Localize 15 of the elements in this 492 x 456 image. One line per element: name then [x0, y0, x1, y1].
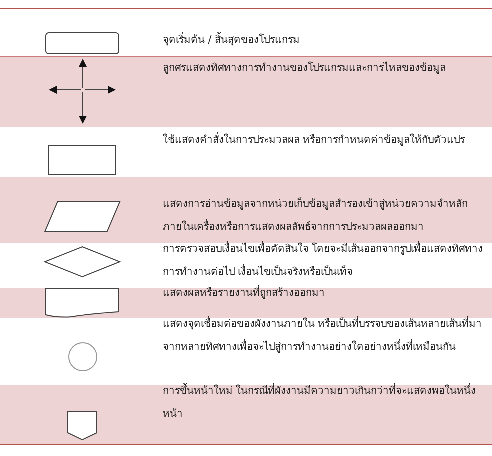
- description-text: ลูกศรแสดงทิศทางการทำงานของโปรแกรมและการไหลของข้อมูล: [163, 60, 447, 76]
- description-text: แสดงการอ่านข้อมูลจากหน่วยเก็บข้อมูลสำรองเข้าสู่หน่วยความจำหลักภายในเครื่องหรือการแสดงผลลัพธ์จากการประมวลผลออกมา: [163, 196, 469, 235]
- process-symbol: [48, 146, 116, 176]
- terminal-symbol: [46, 32, 120, 54]
- description-text: แสดงจุดเชื่อมต่อของผังงานภายใน หรือเป็นที่บรรจบของเส้นหลายเส้นที่มาจากหลายทิศทางเพื่อจะไปสู่การทำงานอย่างใดอย่างหนึ่งที่เหมือนกัน: [163, 313, 488, 359]
- description-text: จุดเริ่มต้น / สิ้นสุดของโปรแกรม: [163, 29, 488, 52]
- description-text: แสดงผลหรือรายงานที่ถูกสร้างออกมา: [163, 282, 488, 305]
- document-symbol: [46, 288, 120, 318]
- description-text: ใช้แสดงคำสั่งในการประมวลผล หรือการกำหนดค่าข้อมูลให้กับตัวแปร: [163, 129, 488, 152]
- description-text: การตรวจสอบเงื่อนไขเพื่อตัดสินใจ โดยจะมีเส้นออกจากรูปเพื่อแสดงทิศทางการทำงานต่อไป เงื่อนไขเป็นจริงหรือเป็นเท็จ: [163, 238, 488, 284]
- connector-symbol: [68, 342, 98, 372]
- description-text: การขึ้นหน้าใหม่ ในกรณีที่ผังงานมีความยาวเกินกว่าที่จะแสดงพอในหนึ่งหน้า: [163, 380, 488, 426]
- input-output-symbol: [44, 202, 121, 232]
- off-page-connector-symbol: [68, 412, 98, 441]
- decision-symbol: [44, 246, 122, 278]
